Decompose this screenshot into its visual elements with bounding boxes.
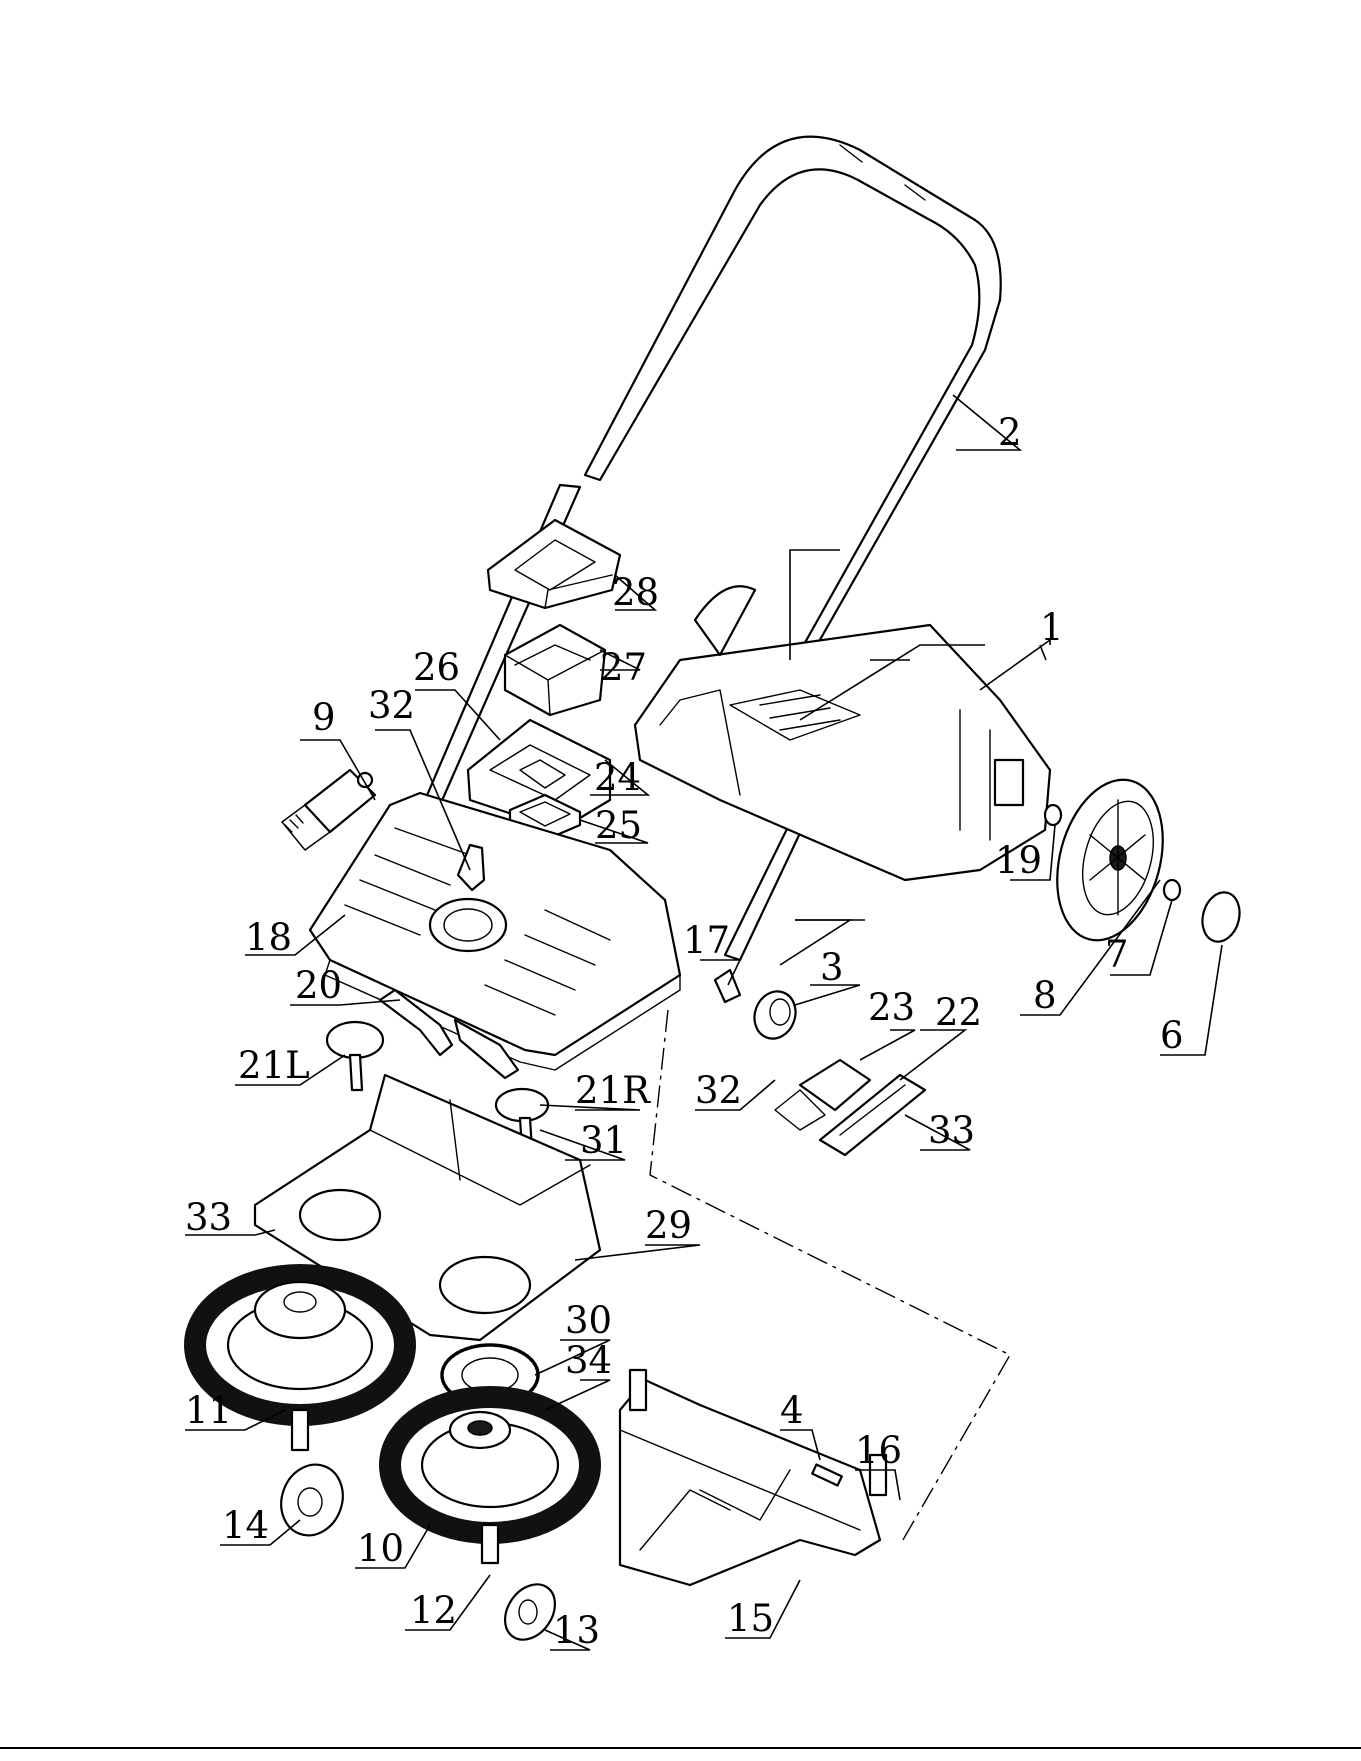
- callout-30: 30: [565, 1299, 612, 1342]
- callout-24: 24: [594, 756, 641, 799]
- callout-17: 17: [683, 919, 730, 962]
- callout-33-right: 33: [928, 1109, 975, 1152]
- callout-29: 29: [645, 1204, 692, 1247]
- callout-33-left: 33: [185, 1196, 232, 1239]
- callout-6: 6: [1160, 1014, 1184, 1057]
- part-knob: [715, 970, 802, 1044]
- callout-21r: 21R: [575, 1069, 651, 1112]
- callout-8: 8: [1033, 974, 1057, 1017]
- part-drive-motor: [775, 1060, 925, 1155]
- callout-9: 9: [312, 696, 336, 739]
- callout-27: 27: [600, 646, 647, 689]
- callout-22: 22: [935, 991, 982, 1034]
- callout-7: 7: [1105, 933, 1129, 976]
- part-motor: [282, 770, 375, 850]
- callout-3: 3: [820, 946, 844, 989]
- callout-15: 15: [727, 1597, 774, 1640]
- callout-10: 10: [357, 1527, 404, 1570]
- callout-2: 2: [998, 411, 1022, 454]
- callout-32-right: 32: [695, 1069, 742, 1112]
- callout-21l: 21L: [238, 1044, 310, 1087]
- callout-25: 25: [595, 804, 642, 847]
- part-bottom-tray: [620, 1370, 886, 1585]
- callout-28: 28: [612, 571, 659, 614]
- callout-32-top: 32: [368, 684, 415, 727]
- callout-16: 16: [855, 1429, 902, 1472]
- callout-19: 19: [995, 839, 1042, 882]
- part-brush-right: [390, 1397, 590, 1563]
- part-hopper-body: [635, 586, 1050, 880]
- callout-14: 14: [222, 1504, 269, 1547]
- part-battery: [505, 625, 605, 715]
- callout-23: 23: [868, 986, 915, 1029]
- callout-4: 4: [780, 1389, 804, 1432]
- callout-12: 12: [410, 1589, 457, 1632]
- part-control-box: [488, 520, 620, 608]
- callout-13: 13: [553, 1609, 600, 1652]
- callout-31: 31: [580, 1119, 627, 1162]
- part-hub-left: [271, 1456, 352, 1544]
- callout-1: 1: [1040, 606, 1064, 649]
- part-wheel-assembly: [1040, 768, 1244, 952]
- callout-18: 18: [245, 916, 292, 959]
- callout-26: 26: [413, 646, 460, 689]
- callout-20: 20: [295, 964, 342, 1007]
- callout-11: 11: [185, 1389, 232, 1432]
- callout-34: 34: [565, 1339, 612, 1382]
